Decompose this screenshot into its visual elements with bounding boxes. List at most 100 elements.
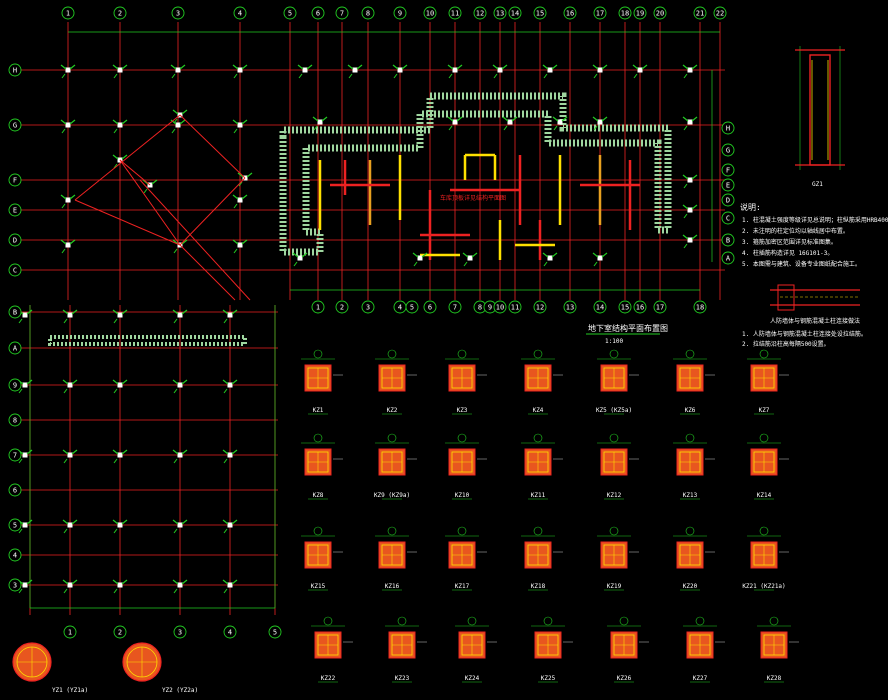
plan-column: [682, 204, 698, 219]
axis-label: 10: [426, 10, 434, 18]
axis-bubble: 2: [113, 625, 127, 639]
axis-label: 16: [566, 10, 574, 18]
axis-label: 9: [488, 304, 492, 312]
wall-column-joint-detail: 人防墙体与钢筋混凝土柱连接做法: [770, 284, 860, 325]
column-section-label: KZ25: [541, 675, 556, 682]
plan-column: [62, 379, 78, 394]
plan-column: [62, 449, 78, 464]
plan-column: [312, 116, 328, 131]
plan-column: [292, 252, 308, 267]
axis-bubble: 7: [335, 6, 349, 20]
column-section: KZ24: [455, 616, 497, 683]
column-section-label: KZ23: [395, 675, 410, 682]
note-line: 5. 本图需与建筑、设备专业图纸配合施工。: [742, 260, 861, 268]
column-section-label: KZ27: [693, 675, 708, 682]
axis-bubble: 2: [113, 6, 127, 20]
column-section-label: KZ20: [683, 583, 698, 590]
plan-column: [462, 252, 478, 267]
axis-bubble: G: [8, 118, 22, 132]
column-section: KZ25: [531, 616, 573, 683]
axis-label: 5: [410, 304, 414, 312]
axis-bubble: 21: [693, 6, 707, 20]
axis-bubble: 13: [493, 6, 507, 20]
column-section: KZ13: [673, 433, 715, 500]
plan-column: [632, 64, 648, 79]
axis-label: 8: [478, 304, 482, 312]
plan-column: [222, 519, 238, 534]
plan-column: [112, 449, 128, 464]
axis-bubble: 6: [8, 483, 22, 497]
axis-bubble: 16: [633, 300, 647, 314]
plan-column: [347, 64, 363, 79]
column-section: KZ1: [301, 349, 343, 415]
axis-label: 8: [366, 10, 370, 18]
axis-bubble: 17: [593, 6, 607, 20]
notes-title: 说明:: [740, 202, 761, 212]
axis-bubble: 1: [311, 300, 325, 314]
axis-bubble: 3: [171, 6, 185, 20]
axis-label: 7: [340, 10, 344, 18]
axis-label: 18: [696, 304, 704, 312]
plan-column: [62, 519, 78, 534]
axis-label: H: [13, 67, 17, 75]
axis-label: 17: [656, 304, 664, 312]
axis-bubble: 11: [508, 300, 522, 314]
axis-bubble: 9: [393, 6, 407, 20]
plan-column: [682, 64, 698, 79]
axis-label: E: [13, 207, 17, 215]
axis-label: 6: [13, 487, 17, 495]
axis-bubble: H: [8, 63, 22, 77]
axis-label: 10: [496, 304, 504, 312]
plan-column: [392, 64, 408, 79]
plan-column: [232, 64, 248, 79]
axis-bubble: 5: [268, 625, 282, 639]
plan-column: [60, 64, 76, 79]
note-line: 1. 柱混凝土强度等级详见总说明；柱纵筋采用HRB400级。: [742, 216, 888, 224]
axis-bubble: 15: [533, 6, 547, 20]
axis-label: 4: [238, 10, 242, 18]
plan-column: [112, 119, 128, 134]
plan-column: [60, 119, 76, 134]
axis-label: 6: [316, 10, 320, 18]
column-section: KZ19: [597, 526, 639, 591]
axis-bubble: F: [721, 163, 735, 177]
axis-label: 1: [316, 304, 320, 312]
axis-label: 19: [636, 10, 644, 18]
column-section-label: KZ14: [757, 492, 772, 499]
round-column-label: YZ1 (YZ1a): [52, 687, 88, 694]
axis-label: 12: [536, 304, 544, 312]
axis-label: 11: [451, 10, 459, 18]
axis-label: 4: [228, 629, 232, 637]
column-section-label: KZ4: [533, 407, 544, 414]
plan-column: [542, 252, 558, 267]
axis-bubble: 1: [61, 6, 75, 20]
detail-note-line: 2. 拉结筋沿柱高每隔500设置。: [742, 340, 830, 348]
axis-bubble: 5: [283, 6, 297, 20]
plan-column: [222, 309, 238, 324]
note-line: 3. 箍筋加密区范围详见标准图集。: [742, 238, 837, 246]
axis-label: 14: [511, 10, 519, 18]
column-section-label: KZ6: [685, 407, 696, 414]
axis-bubble: 12: [533, 300, 547, 314]
note-line: 2. 未注明的柱定位均以轴线居中布置。: [742, 227, 849, 235]
column-section: KZ27: [683, 616, 725, 683]
axis-bubble: 3: [8, 578, 22, 592]
column-section-label: KZ18: [531, 583, 546, 590]
plan-scale: 1:100: [605, 338, 623, 345]
plan-column: [447, 64, 463, 79]
axis-bubble: B: [721, 233, 735, 247]
plan-column: [542, 64, 558, 79]
axis-bubble: D: [721, 193, 735, 207]
column-section-label: KZ16: [385, 583, 400, 590]
axis-label: 22: [716, 10, 724, 18]
axis-bubble: F: [8, 173, 22, 187]
axis-bubble: 19: [633, 6, 647, 20]
axis-bubble: B: [8, 305, 22, 319]
note-line: 4. 柱插筋构造详见 16G101-3。: [742, 249, 833, 257]
column-section: KZ26: [607, 616, 649, 683]
plan-column: [222, 379, 238, 394]
plan-column: [112, 64, 128, 79]
axis-label: 2: [118, 10, 122, 18]
